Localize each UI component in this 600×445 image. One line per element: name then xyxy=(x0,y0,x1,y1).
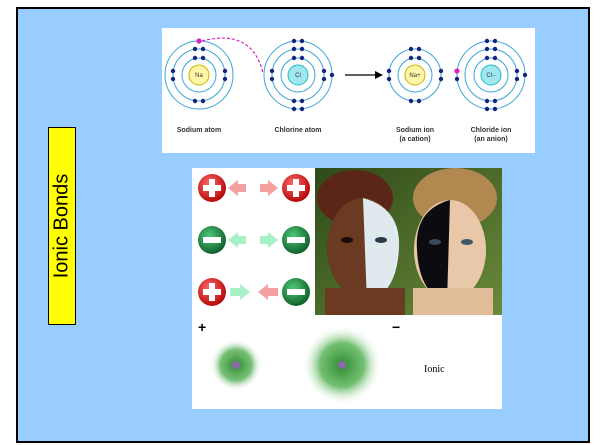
repel-arrow-icon xyxy=(228,180,246,196)
sodium-ion-label: Sodium ion xyxy=(396,127,434,134)
na-symbol: Na xyxy=(195,73,203,79)
title-box xyxy=(48,127,76,325)
cl-symbol: Cl xyxy=(295,73,301,79)
repel-positive-row xyxy=(198,174,310,202)
chloride-ion-label: Chloride ion xyxy=(471,127,512,134)
chlorine-atom: Cl xyxy=(263,38,335,112)
chlorine-atom-label: Chlorine atom xyxy=(274,127,321,134)
attract-arrow-icon xyxy=(230,284,250,300)
sodium-ion: Na+ xyxy=(386,46,444,104)
slide-title: Ionic Bonds xyxy=(50,173,73,279)
cl-minus-symbol: Cl− xyxy=(486,73,496,79)
cation-nucleus xyxy=(232,361,240,369)
atom-diagram: Na Cl xyxy=(162,28,535,153)
attract-row xyxy=(198,278,310,306)
reaction-arrow xyxy=(345,71,383,79)
ionic-label: Ionic xyxy=(424,364,445,375)
plus-sign: + xyxy=(198,319,207,335)
chloride-ion-sublabel: (an anion) xyxy=(474,136,507,143)
sodium-atom: Na xyxy=(164,38,234,110)
minus-sign: − xyxy=(392,319,401,335)
two-faces-photo xyxy=(315,168,502,315)
chloride-ion: Cl− xyxy=(454,38,528,112)
sodium-ion-sublabel: (a cation) xyxy=(399,136,430,143)
anion-nucleus xyxy=(338,361,346,369)
electron-clouds: + − Ionic xyxy=(192,315,502,409)
sodium-atom-label: Sodium atom xyxy=(177,127,221,134)
na-plus-symbol: Na+ xyxy=(409,73,421,79)
charge-interactions xyxy=(192,168,316,315)
repel-arrow-icon xyxy=(228,232,246,248)
repel-negative-row xyxy=(198,226,310,254)
